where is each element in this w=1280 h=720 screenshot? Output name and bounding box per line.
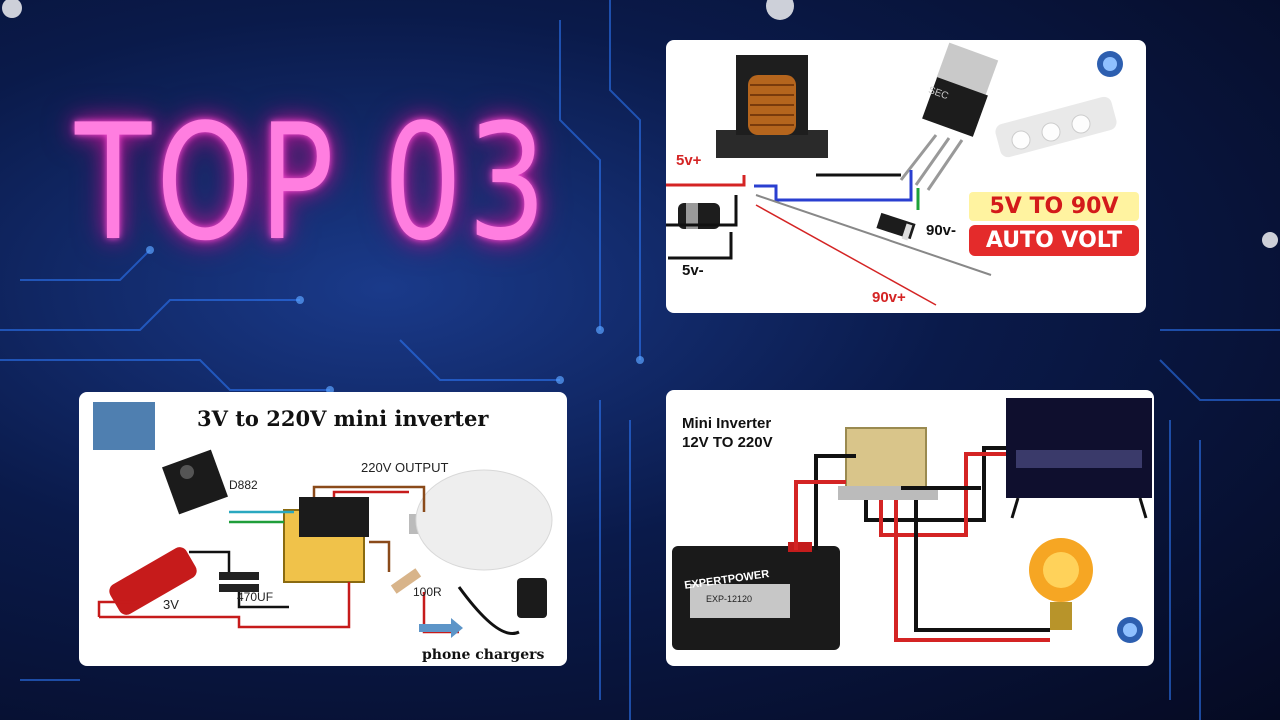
inverter-12v-diagram	[672, 398, 1152, 650]
title-line-1: Mini Inverter	[682, 415, 772, 432]
badge-line-2: AUTO VOLT	[969, 225, 1139, 256]
label-220v-output: 220V OUTPUT	[361, 460, 449, 475]
label-3v: 3V	[163, 597, 179, 612]
label-100r: 100R	[413, 585, 442, 599]
booster-circuit-panel: 5v+ 5v- 90v- 90v+ SEC 5V TO 90V AUTO VOL…	[666, 40, 1146, 313]
mini-inverter-3v-panel: 3V to 220V mini inverter D882 220V OUTPU…	[79, 392, 567, 666]
battery-model: EXP-12120	[706, 594, 753, 604]
label-5v-minus: 5v-	[682, 262, 704, 279]
title: TOP 03	[75, 89, 552, 276]
mini-inverter-12v-panel: Mini Inverter 12V TO 220V EXPERTPOWER EX…	[666, 390, 1154, 666]
inverter-3v-diagram	[93, 402, 553, 638]
label-470uf: 470UF	[237, 590, 274, 604]
badge-line-1: 5V TO 90V	[969, 192, 1139, 221]
label-90v-plus: 90v+	[872, 289, 906, 306]
voltage-badge: 5V TO 90V AUTO VOLT	[969, 192, 1139, 256]
title-line-2: 12V TO 220V	[682, 434, 773, 451]
phone-chargers-label: phone chargers	[422, 647, 545, 663]
inverter-12v-title: Mini Inverter 12V TO 220V	[682, 414, 773, 452]
inverter-3v-heading: 3V to 220V mini inverter	[197, 406, 489, 431]
booster-circuit-diagram	[666, 42, 1123, 306]
label-90v-minus: 90v-	[926, 222, 957, 239]
label-d882: D882	[229, 478, 258, 492]
label-5v-plus: 5v+	[676, 152, 702, 169]
